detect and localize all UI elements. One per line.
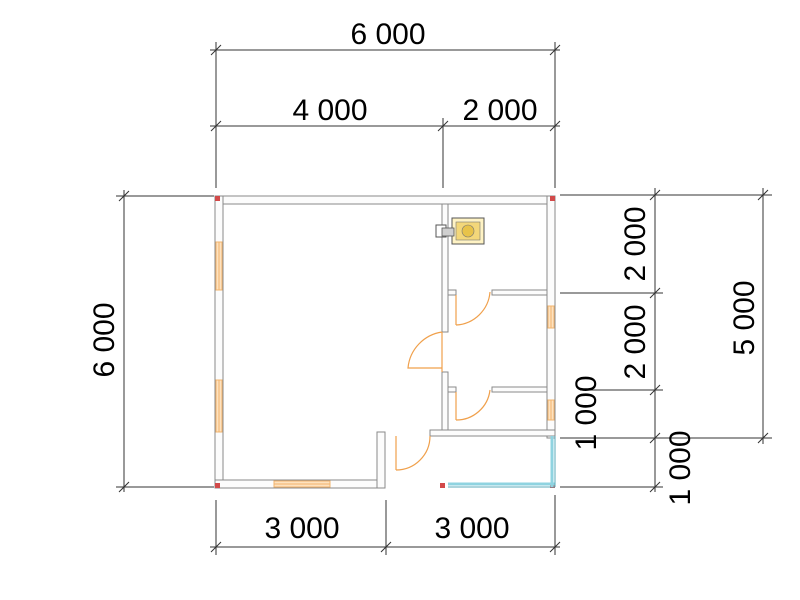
dim-top-right: 2 000 — [462, 94, 537, 127]
porch-glazing — [448, 436, 556, 488]
dim-top-total: 6 000 — [350, 18, 425, 51]
dim-bottom-right: 3 000 — [434, 512, 509, 545]
dim-left-total: 6 000 — [88, 302, 121, 377]
windows — [215, 241, 555, 488]
doors — [395, 291, 491, 471]
dimension-lines — [116, 42, 772, 555]
sauna-stove-icon — [435, 217, 485, 245]
dim-right-seg2: 2 000 — [619, 304, 652, 379]
dim-right-seg3: 1 000 — [570, 375, 603, 450]
door-main-room — [407, 331, 443, 372]
dim-bottom-left: 3 000 — [264, 512, 339, 545]
door-entrance — [395, 435, 431, 471]
dim-right-seg1: 2 000 — [619, 206, 652, 281]
dim-right-seg4: 1 000 — [664, 430, 697, 505]
walls — [214, 195, 556, 489]
door-steam-room — [455, 291, 491, 326]
door-washroom — [455, 389, 491, 421]
dim-right-outer: 5 000 — [728, 280, 761, 355]
dim-top-left: 4 000 — [292, 94, 367, 127]
